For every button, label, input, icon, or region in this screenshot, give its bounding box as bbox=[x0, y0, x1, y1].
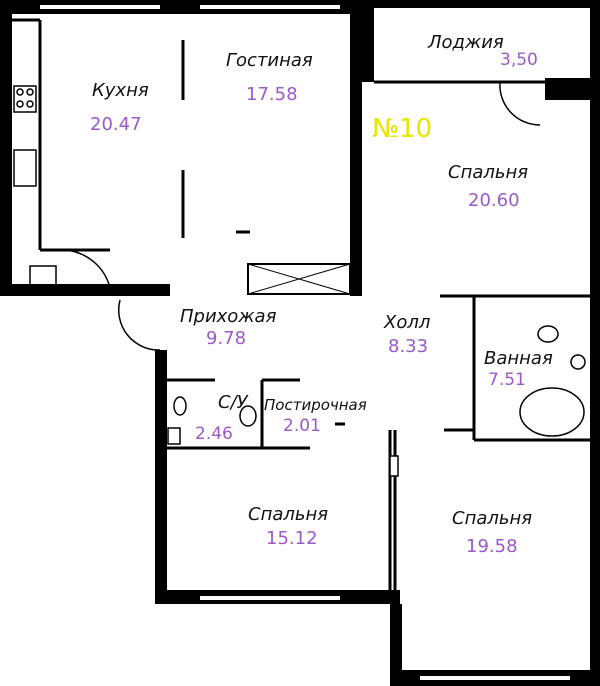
room-area-loggia: 3,50 bbox=[500, 50, 538, 70]
room-name-hallway: Прихожая bbox=[180, 306, 277, 327]
room-name-living: Гостиная bbox=[226, 50, 313, 71]
room-name-loggia: Лоджия bbox=[428, 32, 504, 53]
room-area-laundry: 2.01 bbox=[283, 416, 321, 436]
apartment-number: №10 bbox=[372, 114, 433, 144]
room-name-kitchen: Кухня bbox=[92, 80, 149, 101]
room-area-bedroom-se: 19.58 bbox=[466, 536, 518, 557]
room-area-hallway: 9.78 bbox=[206, 328, 247, 349]
wall-openings bbox=[167, 427, 399, 477]
room-area-kitchen: 20.47 bbox=[90, 114, 142, 135]
room-area-bedroom-sw: 15.12 bbox=[266, 528, 318, 549]
room-area-bathroom: 7.51 bbox=[488, 370, 526, 390]
fixtures bbox=[13, 85, 586, 437]
room-name-bedroom-sw: Спальня bbox=[248, 504, 329, 525]
room-area-wc: 2.46 bbox=[195, 424, 233, 444]
room-name-bathroom: Ванная bbox=[484, 348, 553, 369]
room-name-laundry: Постирочная bbox=[264, 396, 367, 414]
room-name-wc: С/У bbox=[218, 392, 248, 413]
room-area-hall: 8.33 bbox=[388, 336, 429, 357]
room-name-bedroom-se: Спальня bbox=[452, 508, 533, 529]
room-name-hall: Холл bbox=[384, 312, 431, 333]
room-name-bedroom-ne: Спальня bbox=[448, 162, 529, 183]
room-area-living: 17.58 bbox=[246, 84, 298, 105]
door-swings bbox=[61, 81, 541, 351]
room-area-bedroom-ne: 20.60 bbox=[468, 190, 520, 211]
